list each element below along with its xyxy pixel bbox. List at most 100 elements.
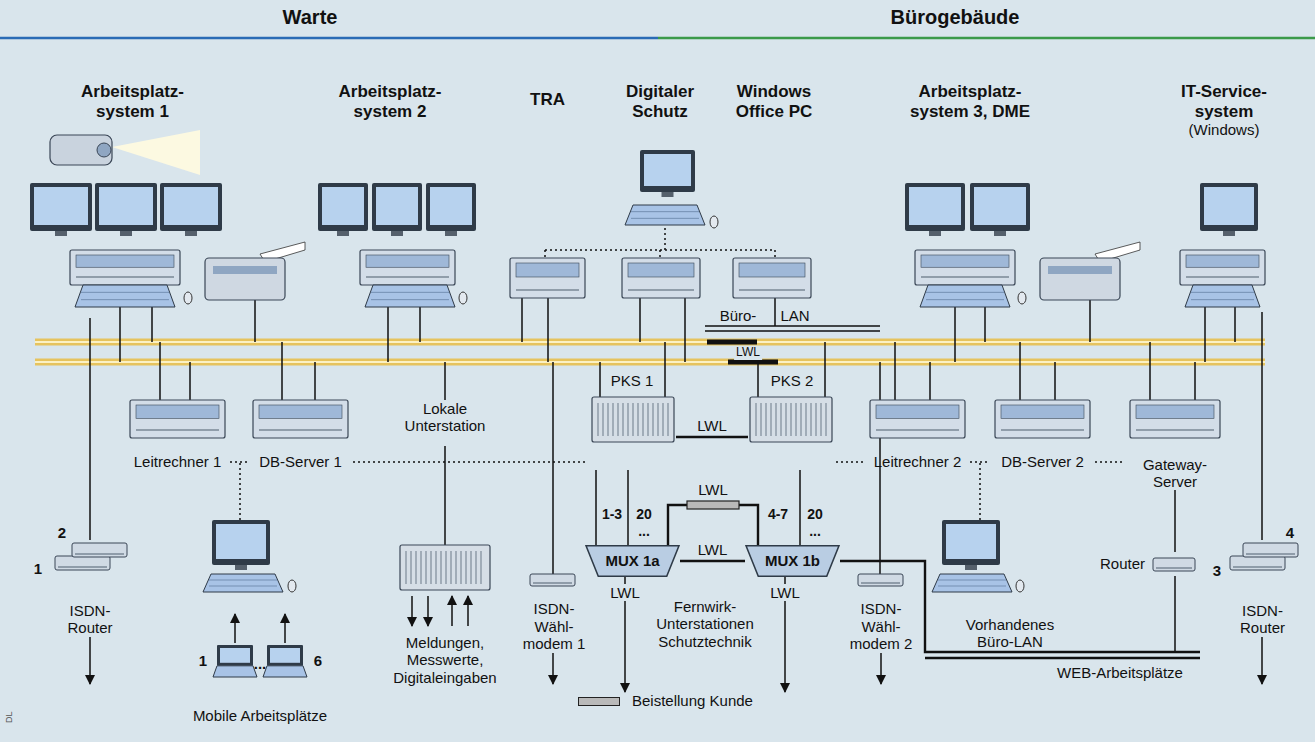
- server-icon: [1130, 400, 1220, 438]
- line-art: [288, 580, 296, 592]
- monitor-icon: [212, 520, 270, 570]
- text-label: WEB-Arbeitsplätze: [1057, 664, 1183, 681]
- server-icon: [733, 258, 811, 298]
- dotted-connector: [1095, 461, 1125, 463]
- server-icon: [995, 400, 1090, 438]
- connector-line: [668, 505, 758, 545]
- line-art: [318, 183, 368, 231]
- line-art: [625, 205, 705, 225]
- line-art: [476, 551, 477, 584]
- line-art: [426, 551, 427, 584]
- line-art: [360, 250, 455, 285]
- router-icon: [858, 574, 903, 586]
- line-art: [481, 551, 482, 584]
- text-label: LWL: [734, 346, 762, 360]
- monitor-icon: [318, 183, 368, 236]
- monitor-icon: [95, 183, 157, 236]
- line-art: [707, 340, 757, 345]
- router-icon: [1243, 543, 1298, 557]
- line-art: [776, 403, 777, 436]
- line-art: [58, 566, 107, 568]
- line-art: [623, 403, 624, 436]
- line-art: [1136, 429, 1214, 431]
- multiplexer-box: MUX 1b: [745, 545, 840, 577]
- laptop-icon: [263, 645, 307, 677]
- device-node: Lokale Unterstation: [393, 400, 497, 595]
- line-art: [263, 666, 307, 677]
- callout-number: 2: [58, 524, 66, 541]
- text-label: Büro-: [720, 307, 757, 324]
- node-label: TRA: [530, 90, 565, 110]
- line-art: [915, 250, 1015, 285]
- line-art: [471, 551, 472, 584]
- line-art: [921, 255, 1009, 267]
- line-art: [781, 403, 782, 436]
- line-art: [750, 397, 832, 442]
- node-label: Router: [1100, 555, 1145, 572]
- line-art: [213, 666, 257, 677]
- line-art: [970, 183, 1030, 231]
- line-art: [240, 228, 980, 520]
- line-art: [1223, 231, 1235, 236]
- line-art: [366, 255, 449, 267]
- line-art: [1185, 285, 1260, 307]
- line-art: [796, 403, 797, 436]
- node-label: Windows Office PC: [724, 82, 824, 121]
- monitor-icon: [905, 183, 965, 236]
- dotted-connector: [230, 461, 248, 463]
- line-art: [1233, 566, 1282, 568]
- rack-icon: [592, 397, 674, 442]
- callout-number: ...: [254, 655, 267, 672]
- line-art: [209, 586, 277, 587]
- line-art: [926, 299, 1004, 300]
- line-art: [70, 250, 180, 285]
- line-art: [942, 520, 1000, 565]
- line-art: [451, 596, 453, 626]
- node-label: MUX 1a: [605, 552, 659, 569]
- line-art: [411, 596, 413, 626]
- line-art: [905, 183, 965, 231]
- line-art: [234, 614, 236, 643]
- line-art: [710, 216, 718, 228]
- line-art: [426, 183, 476, 231]
- mouse-icon: [710, 216, 718, 228]
- line-art: [446, 551, 447, 584]
- line-art: [598, 403, 599, 436]
- node-label: MUX 1b: [765, 552, 820, 569]
- line-art: [640, 150, 695, 192]
- legend-swatch: [578, 697, 620, 706]
- line-art: [658, 37, 1315, 40]
- line-art: [925, 657, 1200, 659]
- line-art: [259, 429, 342, 431]
- line-art: [371, 292, 449, 293]
- line-art: [270, 648, 300, 663]
- line-art: [739, 263, 805, 277]
- line-art: [946, 524, 996, 559]
- device-node: PKS 2: [748, 372, 836, 470]
- line-art: [81, 292, 169, 293]
- monitor-icon: [970, 183, 1030, 236]
- line-art: [205, 258, 285, 300]
- node-label: Arbeitsplatz- system 1: [63, 82, 203, 121]
- keyboard-icon: [203, 574, 283, 592]
- device-node: IT-Service- system(Windows): [1168, 82, 1280, 312]
- line-art: [801, 403, 802, 436]
- router-icon: [530, 574, 575, 586]
- text-label: Meldungen, Messwerte, Digitaleingaben: [386, 634, 504, 686]
- line-art: [1040, 258, 1120, 300]
- line-art: [406, 551, 407, 584]
- line-art: [648, 403, 649, 436]
- monitor-icon: [426, 183, 476, 236]
- line-art: [0, 37, 658, 40]
- line-art: [628, 289, 694, 291]
- line-art: [816, 403, 817, 436]
- line-art: [622, 258, 700, 298]
- line-art: [35, 342, 1265, 362]
- line-art: [920, 285, 1010, 307]
- dotted-connector: [353, 461, 588, 463]
- line-art: [1130, 400, 1220, 438]
- line-art: [35, 342, 1265, 362]
- line-art: [876, 429, 959, 431]
- device-node: Arbeitsplatz- system 2: [300, 82, 480, 318]
- monitor-icon: [1200, 183, 1258, 236]
